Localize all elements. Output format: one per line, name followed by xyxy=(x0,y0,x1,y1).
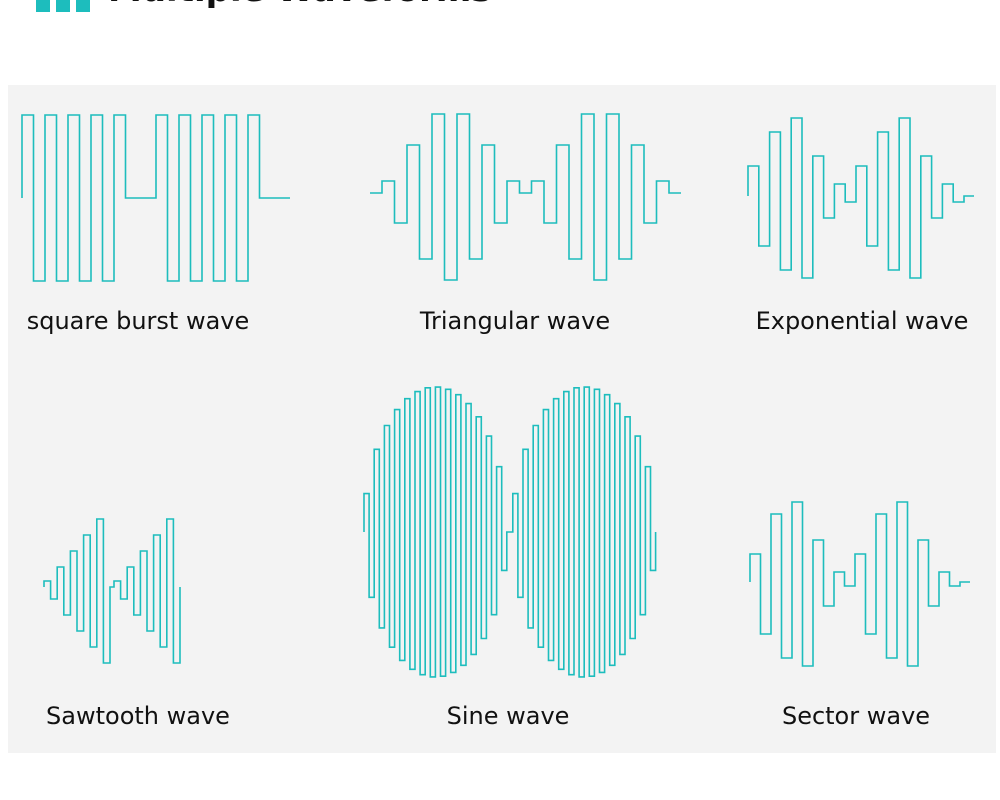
label-sawtooth-wave: Sawtooth wave xyxy=(46,702,230,730)
label-sector-wave: Sector wave xyxy=(781,702,931,730)
exponential-wave-icon xyxy=(747,117,974,279)
label-triangular-wave: Triangular wave xyxy=(419,307,611,335)
square-burst-wave-icon xyxy=(21,114,290,282)
bars-logo-icon xyxy=(36,0,90,12)
label-square-burst-wave: square burst wave xyxy=(26,307,250,335)
page-title: Multiple Waveforms xyxy=(108,0,492,10)
sawtooth-wave-icon xyxy=(43,518,181,664)
triangular-wave-icon xyxy=(370,113,681,281)
sine-wave-icon xyxy=(363,386,657,678)
label-exponential-wave: Exponential wave xyxy=(755,307,969,335)
label-sine-wave: Sine wave xyxy=(446,702,570,730)
sector-wave-icon xyxy=(749,501,970,667)
header: Multiple Waveforms xyxy=(0,0,1000,20)
